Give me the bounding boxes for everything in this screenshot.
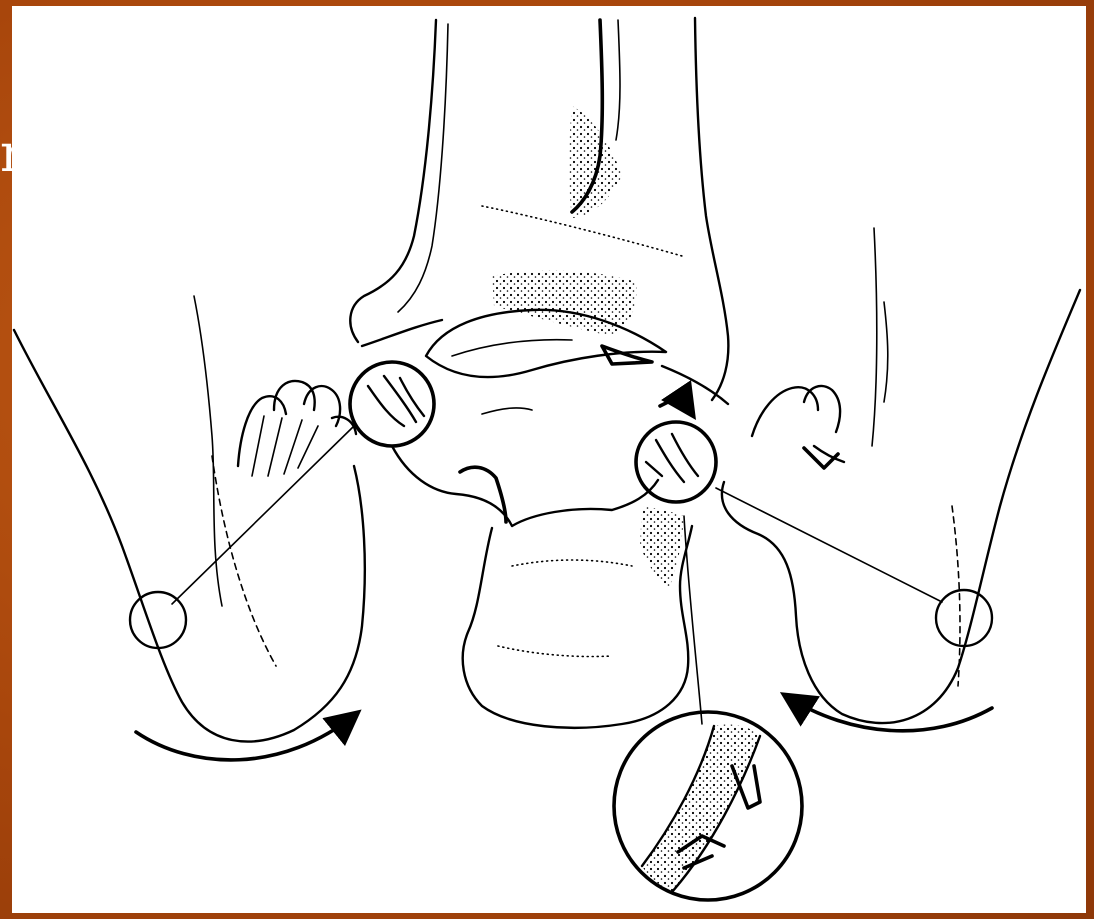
medial-callout-leader [716, 488, 942, 602]
tendon-stipple [640, 506, 684, 590]
lateral-malleolus-callout [172, 362, 434, 604]
medial-callout-detail [646, 434, 698, 482]
talus-mark [482, 408, 532, 414]
central-ankle [350, 18, 728, 728]
talus-dome-inner [452, 340, 572, 356]
lateral-callout-leader [172, 426, 354, 604]
tibia-stipple [569, 106, 622, 218]
medial-arrow [660, 396, 692, 414]
right-foot-inner [872, 228, 888, 446]
left-foot [14, 296, 365, 760]
right-foot [722, 228, 1080, 731]
interosseous-stipple [492, 271, 636, 336]
inset-leader-line [684, 516, 702, 724]
left-toes [238, 381, 356, 466]
left-heel-circle [130, 592, 186, 648]
lateral-callout-detail [368, 376, 424, 426]
tendon-inset [614, 712, 802, 900]
fibula-outline [350, 20, 436, 342]
right-rotation-arrow [786, 696, 992, 731]
illustration-panel [12, 6, 1086, 913]
fibula-inner-edge [398, 24, 448, 312]
left-rotation-arrow [136, 714, 356, 760]
ankle-illustration [12, 6, 1086, 913]
right-toes [752, 386, 844, 462]
tibia-shaft-line-2 [616, 20, 620, 140]
title-fragment: r [0, 128, 12, 180]
talus-joint-line [362, 320, 728, 404]
talus-body [392, 446, 658, 526]
left-toe-lines [252, 416, 318, 476]
right-foot-outline [722, 290, 1080, 723]
lateral-callout-circle [350, 362, 434, 446]
right-heel-circle [936, 590, 992, 646]
tendon-inset-stipple [642, 724, 760, 892]
tibia-outline [695, 18, 728, 400]
calcaneus-shading [498, 560, 632, 657]
right-foot-axis [952, 506, 960, 686]
left-foot-axis [212, 456, 276, 666]
medial-callout-circle [636, 422, 716, 502]
